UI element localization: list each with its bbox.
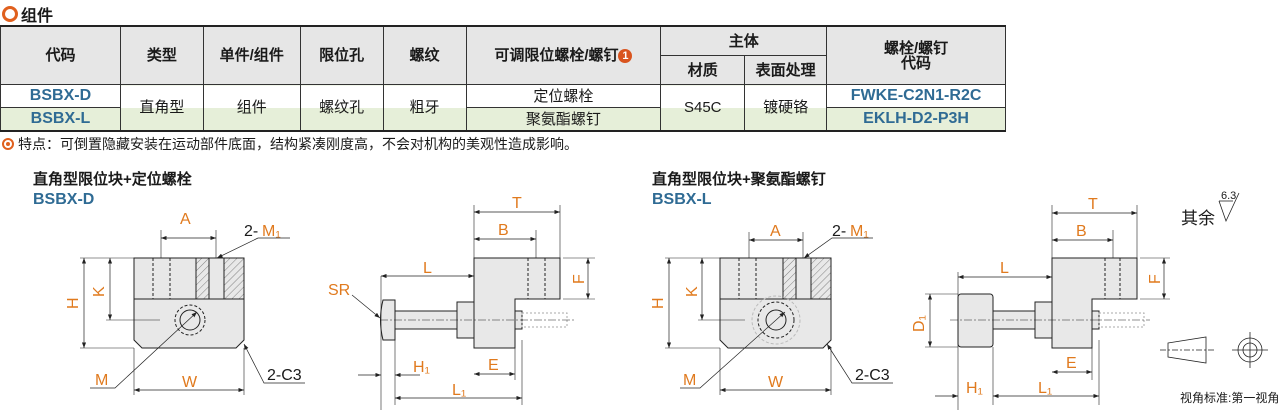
roughness-value: 6.3: [1221, 190, 1236, 202]
header-code: 代码: [0, 25, 121, 85]
drawing-title-l: 直角型限位块+聚氨酯螺钉: [652, 171, 826, 188]
row-code: BSBX-L: [0, 107, 121, 132]
row-adjustable: 聚氨酯螺钉: [465, 107, 662, 132]
dim-w: W: [768, 374, 784, 391]
header-bolt-code: 螺栓/螺钉代码: [826, 25, 1006, 85]
dim-l1: L₁: [452, 382, 466, 399]
cell-limit-hole: 螺纹孔: [299, 84, 384, 132]
row-bolt-code: EKLH-D2-P3H: [826, 107, 1006, 132]
row-bolt-code: FWKE-C2N1-R2C: [826, 84, 1006, 108]
dim-h: H: [65, 297, 82, 309]
dim-l: L: [423, 260, 432, 277]
dim-l1: L₁: [1038, 380, 1052, 397]
header-material: 材质: [660, 55, 746, 85]
cell-single-assembly: 组件: [202, 84, 301, 132]
dim-h: H: [650, 297, 667, 309]
dim-m: M: [683, 372, 696, 389]
dim-c3: 2-C3: [855, 367, 890, 384]
dim-a: A: [180, 211, 191, 228]
dim-l: L: [1000, 260, 1009, 277]
drawing-code-d: BSBX-D: [33, 191, 95, 208]
dim-d1: D₁: [911, 315, 928, 332]
section-title: 组件: [2, 2, 53, 26]
dim-e: E: [488, 357, 499, 374]
table-row: BSBX-D 直角型 组件 螺纹孔 粗牙 定位螺栓 S45C 镀硬铬 FWKE-…: [0, 84, 1006, 132]
dim-t: T: [1088, 196, 1098, 213]
dim-b: B: [1076, 223, 1087, 240]
dim-m: M: [95, 372, 108, 389]
header-adjustable-text: 可调限位螺栓/螺钉: [494, 46, 619, 64]
projection-note: 视角标准:第一视角: [1180, 391, 1280, 405]
dim-h1: H₁: [966, 380, 983, 397]
cell-material: S45C: [660, 84, 746, 132]
cell-type: 直角型: [119, 84, 204, 132]
dim-m1-prefix: 2-: [832, 223, 846, 240]
dim-f: F: [571, 274, 588, 284]
header-bolt-code-line2: 代码: [901, 54, 932, 72]
dim-k: K: [684, 286, 701, 297]
dim-m1: M₁: [850, 223, 869, 240]
drawing-title-d: 直角型限位块+定位螺栓: [33, 171, 192, 188]
dim-m1-prefix: 2-: [244, 223, 258, 240]
feature-text: 特点：可倒置隐藏安装在运动部件底面，结构紧凑刚度高，不会对机构的美观性造成影响。: [18, 136, 578, 152]
section-title-text: 组件: [21, 8, 54, 25]
cell-surface: 镀硬铬: [744, 84, 828, 132]
header-bolt-code-line1: 螺栓/螺钉: [883, 39, 949, 57]
side-view-d: [351, 205, 595, 410]
table-row: BSBX-L 聚氨酯螺钉 EKLH-D2-P3H: [0, 107, 1006, 132]
dim-a: A: [770, 223, 781, 240]
drawing-code-l: BSBX-L: [652, 191, 712, 208]
projection-symbol: [1160, 332, 1268, 368]
ring-icon: [2, 6, 18, 22]
header-body: 主体: [660, 25, 828, 56]
header-thread: 螺纹: [382, 25, 467, 85]
roughness-prefix: 其余: [1181, 209, 1215, 228]
dim-e: E: [1066, 355, 1077, 372]
dim-c3: 2-C3: [267, 367, 302, 384]
header-limit-hole: 限位孔: [299, 25, 384, 85]
bullet-icon: [2, 138, 14, 150]
front-view-l: [665, 232, 893, 395]
dim-f: F: [1147, 274, 1164, 284]
dim-k: K: [91, 286, 108, 297]
header-type: 类型: [119, 25, 204, 85]
dim-t: T: [512, 195, 522, 212]
dim-w: W: [182, 374, 198, 391]
header-single-assembly: 单件/组件: [202, 25, 301, 85]
note-badge: 1: [618, 49, 633, 64]
dim-m1: M₁: [262, 223, 281, 240]
dim-h1: H₁: [413, 359, 430, 376]
cell-thread: 粗牙: [382, 84, 467, 132]
roughness-symbol: [1218, 192, 1240, 223]
dim-sr: SR: [328, 282, 350, 299]
dim-b: B: [498, 222, 509, 239]
side-view-l: [925, 205, 1170, 410]
feature-note: 特点：可倒置隐藏安装在运动部件底面，结构紧凑刚度高，不会对机构的美观性造成影响。: [2, 134, 578, 154]
header-surface: 表面处理: [744, 55, 828, 85]
front-view-d: [80, 230, 305, 395]
row-code: BSBX-D: [0, 84, 121, 108]
row-adjustable: 定位螺栓: [465, 84, 662, 108]
